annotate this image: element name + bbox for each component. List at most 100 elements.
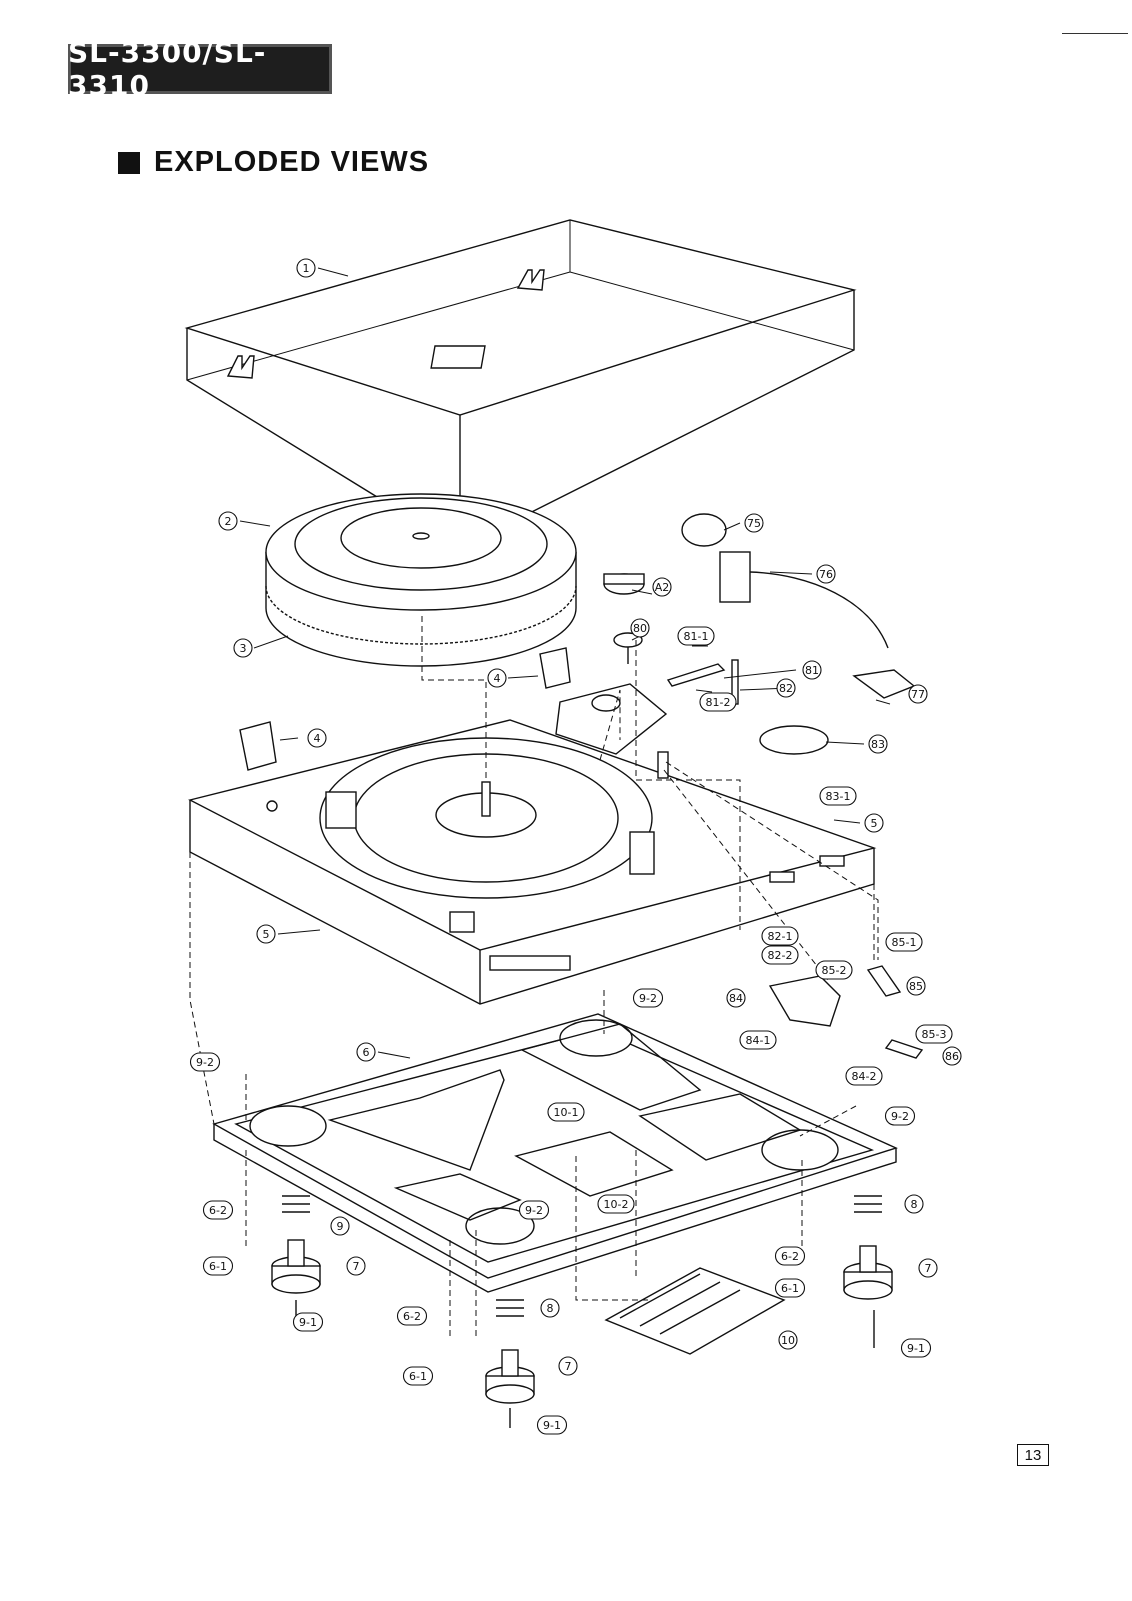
callout-text: 80 <box>633 622 647 635</box>
callout-text: 83-1 <box>826 790 851 803</box>
callout-text: 84-1 <box>746 1034 771 1047</box>
callout-text: 6-2 <box>781 1250 799 1263</box>
callout-c5b: 5 <box>256 924 276 944</box>
callout-c84: 84 <box>726 988 746 1008</box>
callout-c9_2b: 9-2 <box>189 1052 221 1072</box>
callout-text: 8 <box>547 1302 554 1315</box>
callout-c7b: 7 <box>558 1356 578 1376</box>
model-name: SL-3300/SL-3310 <box>68 36 267 102</box>
callout-text: 81-1 <box>684 630 709 643</box>
callout-c9_2a: 9-2 <box>632 988 664 1008</box>
callout-c9_1b: 9-1 <box>536 1415 568 1435</box>
callout-text: 84 <box>729 992 743 1005</box>
page-number-text: 13 <box>1024 1446 1042 1464</box>
callout-text: 9-2 <box>891 1110 909 1123</box>
callout-text: 82-2 <box>768 949 793 962</box>
callout-text: 9 <box>337 1220 344 1233</box>
callout-text: 8 <box>911 1198 918 1211</box>
callout-c6: 6 <box>356 1042 376 1062</box>
callout-c80: 80 <box>630 618 650 638</box>
callout-c8b: 8 <box>540 1298 560 1318</box>
callout-c3: 3 <box>233 638 253 658</box>
callout-text: 4 <box>494 672 501 685</box>
callout-text: 82-1 <box>768 930 793 943</box>
callout-c8a: 8 <box>904 1194 924 1214</box>
callout-c75: 75 <box>744 513 764 533</box>
callout-text: 84-2 <box>852 1070 877 1083</box>
foot-assembly-right <box>843 1195 893 1348</box>
callout-text: 9-2 <box>525 1204 543 1217</box>
callout-text: 9-1 <box>543 1419 561 1432</box>
callout-c6_1b: 6-1 <box>402 1366 434 1386</box>
callout-text: 86 <box>945 1050 959 1063</box>
cabinet <box>188 683 877 1005</box>
callout-text: 10-1 <box>554 1106 579 1119</box>
callout-c83_1: 83-1 <box>819 786 857 806</box>
bottom-cover <box>212 1013 898 1293</box>
callout-c9: 9 <box>330 1216 350 1236</box>
callout-text: 76 <box>819 568 833 581</box>
foot-assembly-left <box>271 1195 321 1322</box>
callout-text: 9-1 <box>299 1316 317 1329</box>
callout-c85: 85 <box>906 976 926 996</box>
callout-text: 5 <box>263 928 270 941</box>
callout-c2: 2 <box>218 511 238 531</box>
model-badge: SL-3300/SL-3310 <box>68 36 332 102</box>
section-title: EXPLODED VIEWS <box>118 146 429 179</box>
callout-c6_2b: 6-2 <box>396 1306 428 1326</box>
label-plate <box>604 1267 786 1355</box>
callout-text: 1 <box>303 262 310 275</box>
callout-c10_2: 10-2 <box>597 1194 635 1214</box>
callout-text: 9-2 <box>639 992 657 1005</box>
callout-c4b: 4 <box>307 728 327 748</box>
callout-c9_1a: 9-1 <box>292 1312 324 1332</box>
callout-c86: 86 <box>942 1046 962 1066</box>
callout-c9_1c: 9-1 <box>900 1338 932 1358</box>
callout-text: 9-2 <box>196 1056 214 1069</box>
platter <box>265 493 577 667</box>
callout-c82_2: 82-2 <box>761 945 799 965</box>
callout-text: 9-1 <box>907 1342 925 1355</box>
callout-text: 6-1 <box>781 1282 799 1295</box>
callout-c84_2: 84-2 <box>845 1066 883 1086</box>
callout-c6_2a: 6-2 <box>202 1200 234 1220</box>
callout-c1: 1 <box>296 258 316 278</box>
callout-c76: 76 <box>816 564 836 584</box>
callout-c85_1: 85-1 <box>885 932 923 952</box>
callout-text: 5 <box>871 817 878 830</box>
callout-c85_2: 85-2 <box>815 960 853 980</box>
callout-c6_1a: 6-1 <box>202 1256 234 1276</box>
callout-c7c: 7 <box>918 1258 938 1278</box>
callout-c6_2c: 6-2 <box>774 1246 806 1266</box>
callout-text: 6-2 <box>403 1310 421 1323</box>
callout-text: A2 <box>655 581 670 594</box>
callout-text: 2 <box>225 515 232 528</box>
assembly-guide-lines <box>189 616 879 1340</box>
callout-c83: 83 <box>868 734 888 754</box>
callout-text: 82 <box>779 682 793 695</box>
callout-text: 85-1 <box>892 936 917 949</box>
callout-c10: 10 <box>778 1330 798 1350</box>
callout-cA2: A2 <box>652 577 672 597</box>
dust-cover <box>184 219 857 549</box>
callout-text: 85-3 <box>922 1028 947 1041</box>
callout-c4a: 4 <box>487 668 507 688</box>
callout-text: 85 <box>909 980 923 993</box>
foot-assembly-center <box>485 1299 535 1428</box>
callout-text: 85-2 <box>822 964 847 977</box>
callout-labels: 123445567778899-19-19-19-29-29-29-26-16-… <box>189 258 962 1435</box>
callout-c10_1: 10-1 <box>547 1102 585 1122</box>
callout-c5a: 5 <box>864 813 884 833</box>
tonearm-parts <box>239 513 924 1059</box>
section-title-text: EXPLODED VIEWS <box>154 146 430 178</box>
callout-text: 83 <box>871 738 885 751</box>
callout-c77: 77 <box>908 684 928 704</box>
square-bullet-icon <box>118 151 140 174</box>
callout-c6_1c: 6-1 <box>774 1278 806 1298</box>
callout-text: 10 <box>781 1334 795 1347</box>
callout-text: 4 <box>314 732 321 745</box>
callout-c81: 81 <box>802 660 822 680</box>
callout-c81_1: 81-1 <box>677 626 715 646</box>
callout-c82_1: 82-1 <box>761 926 799 946</box>
